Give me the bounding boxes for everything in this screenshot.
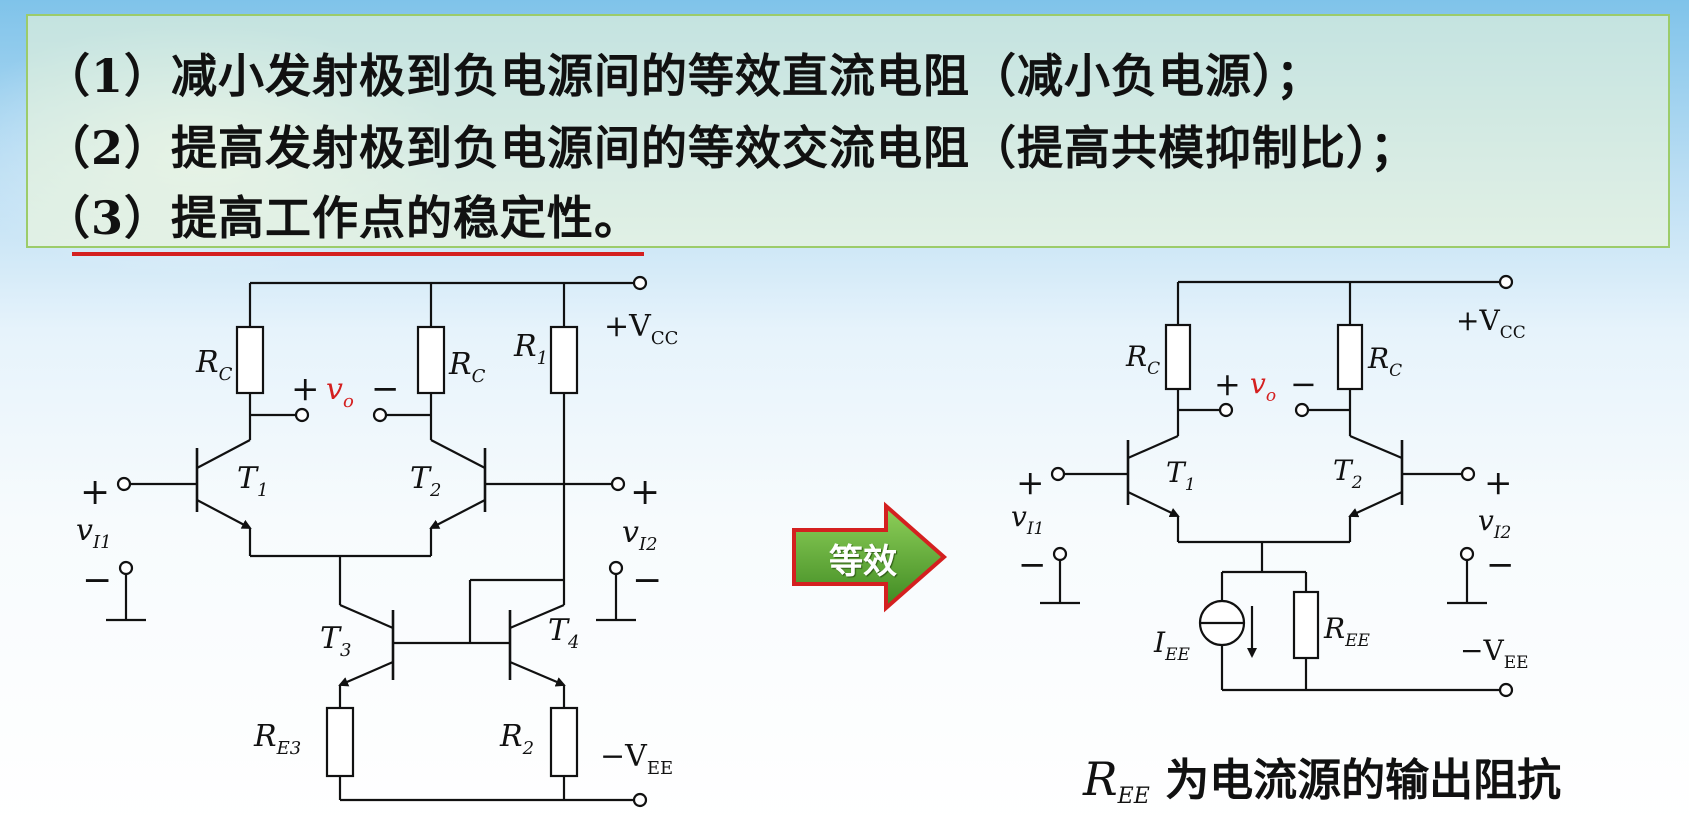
right-circuit — [1040, 274, 1514, 698]
l-r2: R — [499, 719, 523, 754]
l-rc-left: R — [195, 345, 219, 380]
l-re3: R — [253, 719, 277, 754]
r-t2: T — [1333, 454, 1354, 487]
caption-text: 为电流源的输出阻抗 — [1149, 755, 1562, 806]
l-vi1: v — [76, 513, 93, 548]
left-circuit — [106, 275, 648, 808]
svg-text:vI1: vI1 — [76, 513, 112, 553]
svg-text:IEE: IEE — [1153, 626, 1190, 665]
r-rc-right: R — [1367, 342, 1389, 375]
r-ree: R — [1323, 612, 1345, 645]
svg-text:RC: RC — [448, 347, 486, 387]
svg-text:−VEE: −VEE — [600, 739, 673, 779]
r-vi1-minus: − — [1018, 545, 1047, 585]
r-vi2-minus: − — [1486, 545, 1515, 585]
r-vee: −V — [1460, 634, 1504, 667]
svg-text:vI2: vI2 — [1478, 504, 1511, 543]
arrow-label: 等效 — [829, 542, 897, 582]
svg-text:RC: RC — [1125, 340, 1160, 379]
l-vi1-plus: + — [80, 472, 110, 513]
equivalent-arrow: 等效 — [790, 500, 950, 614]
caption-symbol: R — [1083, 752, 1118, 806]
svg-text:RC: RC — [1367, 342, 1402, 381]
r-vi1-plus: + — [1016, 463, 1045, 503]
l-vee: −V — [600, 739, 648, 774]
svg-text:vo: vo — [326, 372, 354, 412]
svg-text:R1: R1 — [513, 329, 548, 369]
l-vo: v — [326, 372, 343, 407]
svg-text:+VCC: +VCC — [1456, 304, 1526, 343]
svg-text:R2: R2 — [499, 719, 534, 759]
svg-text:T2: T2 — [1333, 454, 1363, 493]
r-rc-left: R — [1125, 340, 1147, 373]
l-t4: T — [548, 613, 570, 648]
l-vo-plus: + — [291, 369, 320, 409]
svg-text:vI1: vI1 — [1011, 500, 1044, 539]
svg-text:T2: T2 — [410, 461, 441, 501]
svg-text:RE3: RE3 — [253, 719, 301, 759]
svg-text:T4: T4 — [548, 613, 579, 653]
r-vo-minus: − — [1290, 365, 1317, 403]
point-3-underline — [72, 252, 644, 256]
caption-subscript: EE — [1117, 784, 1150, 809]
l-vi1-minus: − — [82, 560, 112, 601]
r-iee: I — [1153, 626, 1166, 659]
svg-text:vo: vo — [1250, 367, 1276, 406]
r-vi1: v — [1011, 500, 1027, 533]
svg-text:−VEE: −VEE — [1460, 634, 1529, 673]
r-vcc: +V — [1456, 304, 1500, 337]
svg-text:T1: T1 — [1166, 456, 1196, 495]
l-vi2-minus: − — [632, 560, 662, 601]
r-t1: T — [1166, 456, 1187, 489]
r-vo: v — [1250, 367, 1266, 400]
l-vi2-plus: + — [630, 472, 660, 513]
svg-text:T1: T1 — [237, 461, 268, 501]
point-3: （3）提高工作点的稳定性。 — [44, 191, 642, 245]
r-vo-plus: + — [1214, 365, 1241, 403]
l-t3: T — [320, 621, 342, 656]
point-2: （2）提高发射极到负电源间的等效交流电阻（提高共模抑制比）； — [44, 121, 1418, 175]
r-vi2-plus: + — [1484, 463, 1513, 503]
l-t1: T — [237, 461, 259, 496]
point-1: （1）减小发射极到负电源间的等效直流电阻（减小负电源）； — [44, 49, 1324, 103]
l-rc-right: R — [448, 347, 472, 382]
key-points-box — [26, 14, 1670, 248]
l-vi2: v — [622, 515, 639, 550]
caption: REE 为电流源的输出阻抗 — [1083, 744, 1561, 809]
svg-text:+VCC: +VCC — [604, 309, 678, 349]
l-vcc: +V — [604, 309, 652, 344]
svg-text:T3: T3 — [320, 621, 351, 661]
l-vo-minus: − — [371, 369, 400, 409]
r-vi2: v — [1478, 504, 1494, 537]
l-r1: R — [513, 329, 537, 364]
svg-text:REE: REE — [1323, 612, 1371, 651]
svg-text:vI2: vI2 — [622, 515, 658, 555]
svg-text:RC: RC — [195, 345, 233, 385]
l-t2: T — [410, 461, 432, 496]
